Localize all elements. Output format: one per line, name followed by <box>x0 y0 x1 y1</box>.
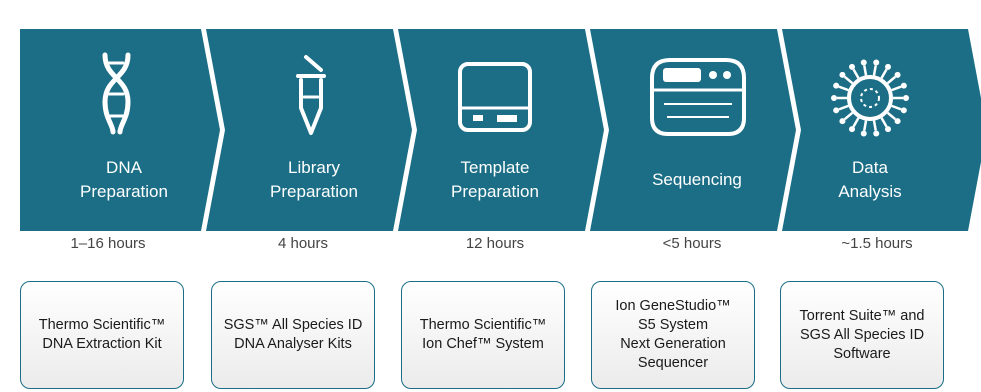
virus-spike-tip <box>860 59 867 66</box>
stage-label-library-preparation: Library Preparation <box>270 158 358 201</box>
ion-chef-instrument-icon <box>458 62 532 132</box>
duration-library-preparation: 4 hours <box>277 235 329 252</box>
virus-spike-tip <box>849 126 855 133</box>
virus-spike <box>863 120 868 131</box>
virus-icon <box>831 59 909 137</box>
product-text: Torrent Suite™ and SGS All Species ID So… <box>799 307 925 362</box>
virus-spike <box>886 75 897 85</box>
virus-spike <box>843 111 854 121</box>
chevron-data-analysis <box>782 29 981 231</box>
product-text: Thermo Scientific™ Ion Chef™ System <box>419 317 547 352</box>
virus-spike-tip <box>839 71 846 78</box>
virus-spike-tip <box>849 63 855 70</box>
virus-spike <box>891 104 902 111</box>
product-box-torrent-suite-software: Torrent Suite™ and SGS All Species ID So… <box>780 281 944 389</box>
virus-spike-tip <box>839 118 846 125</box>
duration-sequencing: <5 hours <box>662 235 722 252</box>
virus-spike-tip <box>885 63 891 70</box>
virus-spike-tip <box>833 107 840 114</box>
virus-spike-tip <box>831 95 837 101</box>
virus-spike <box>891 85 902 92</box>
duration-template-preparation: 12 hours <box>465 235 525 252</box>
virus-spike-tip <box>860 130 867 137</box>
virus-spike-tip <box>894 118 901 125</box>
virus-spike-tip <box>873 59 880 66</box>
virus-spike-tip <box>900 82 907 89</box>
test-tube-icon <box>296 55 326 135</box>
virus-spike-tip <box>894 71 901 78</box>
virus-spike <box>838 104 849 111</box>
stage-label-dna-preparation: DNA Preparation <box>80 158 168 201</box>
virus-spike <box>838 85 849 92</box>
virus-spike <box>852 68 860 79</box>
virus-spike <box>872 65 877 76</box>
product-box-ion-genestudio-s5: Ion GeneStudio™ S5 System Next Generatio… <box>591 281 755 389</box>
product-text: Thermo Scientific™ DNA Extraction Kit <box>38 317 166 352</box>
virus-spike <box>872 120 877 131</box>
stage-label-data-analysis: Data Analysis <box>838 158 902 201</box>
product-box-ion-chef-system: Thermo Scientific™ Ion Chef™ System <box>401 281 565 389</box>
stage-label-template-preparation: Template Preparation <box>451 158 539 201</box>
virus-spike-tip <box>903 95 909 101</box>
product-text: SGS™ All Species ID DNA Analyser Kits <box>223 317 363 352</box>
stage-label-sequencing: Sequencing <box>652 170 742 189</box>
virus-spike <box>863 65 868 76</box>
product-text: Ion GeneStudio™ S5 System Next Generatio… <box>615 298 731 371</box>
virus-spike <box>880 117 888 128</box>
virus-spike-tip <box>833 82 840 89</box>
virus-spike <box>852 117 860 128</box>
virus-spike-tip <box>885 126 891 133</box>
product-box-dna-extraction-kit: Thermo Scientific™ DNA Extraction Kit <box>20 281 184 389</box>
sequencer-instrument-icon <box>650 58 746 136</box>
virus-spike-tip <box>873 130 880 137</box>
virus-spike <box>886 111 897 121</box>
duration-data-analysis: ~1.5 hours <box>841 235 913 252</box>
virus-spike-tip <box>900 107 907 114</box>
duration-dna-preparation: 1–16 hours <box>70 235 146 252</box>
virus-spike <box>843 75 854 85</box>
virus-spike <box>880 68 888 79</box>
product-box-dna-analyser-kits: SGS™ All Species ID DNA Analyser Kits <box>211 281 375 389</box>
workflow-chevron-banner <box>20 29 981 231</box>
dna-icon <box>102 52 131 135</box>
